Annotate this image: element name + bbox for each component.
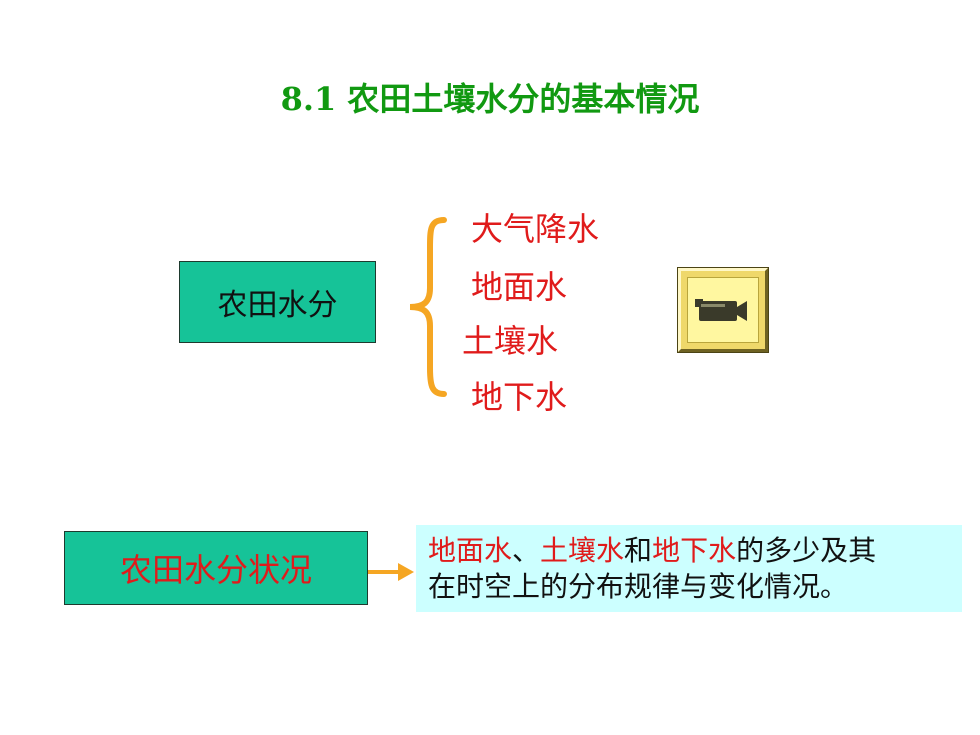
description-line-1: 地面水、土壤水和地下水的多少及其 xyxy=(428,533,950,569)
description-line-2: 在时空上的分布规律与变化情况。 xyxy=(428,570,849,603)
term-ground-water: 地下水 xyxy=(652,534,737,567)
farmland-water-status-label: 农田水分状况 xyxy=(119,551,312,589)
category-item: 地面水 xyxy=(471,268,568,306)
farmland-water-box: 农田水分 xyxy=(179,261,376,343)
category-item: 大气降水 xyxy=(471,210,600,248)
curly-brace-icon xyxy=(409,217,447,397)
category-item: 地下水 xyxy=(471,378,568,416)
description-text: 的多少及其 xyxy=(736,534,877,567)
conjunction-text: 和 xyxy=(624,534,653,567)
separator-text: 、 xyxy=(512,534,541,567)
farmland-water-status-box: 农田水分状况 xyxy=(64,531,368,605)
movie-camera-icon xyxy=(695,299,747,321)
arrow-right-icon xyxy=(368,563,414,581)
category-item: 土壤水 xyxy=(462,322,559,360)
term-surface-water: 地面水 xyxy=(428,534,513,567)
farmland-water-label: 农田水分 xyxy=(217,288,338,323)
term-soil-water: 土壤水 xyxy=(540,534,625,567)
media-play-button[interactable] xyxy=(677,267,769,353)
page-title: 8.1 农田土壤水分的基本情况 xyxy=(280,80,700,118)
description-box: 地面水、土壤水和地下水的多少及其 在时空上的分布规律与变化情况。 xyxy=(416,525,962,612)
